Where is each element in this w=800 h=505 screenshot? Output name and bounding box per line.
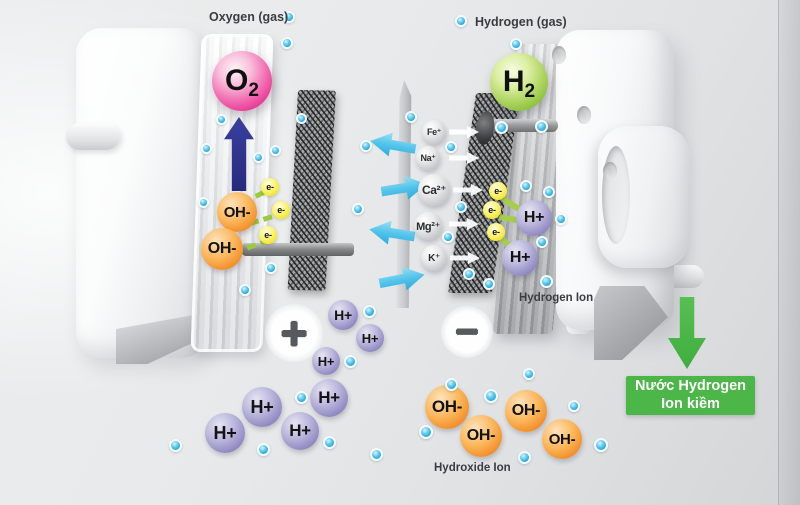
hydrogen-subscript: 2 bbox=[524, 80, 536, 102]
plus-symbol: + bbox=[280, 307, 308, 359]
result-box: Nước Hydrogen Ion kiềm bbox=[626, 376, 755, 415]
water-molecule-dot bbox=[517, 450, 531, 464]
left-mesh-electrode bbox=[287, 90, 336, 291]
hydroxide-ion-ball: OH- bbox=[505, 390, 547, 432]
water-molecule-dot bbox=[442, 231, 454, 243]
electron-ball: e- bbox=[272, 201, 290, 219]
water-molecule-dot bbox=[463, 268, 475, 280]
water-molecule-dot bbox=[239, 284, 251, 296]
water-molecule-dot bbox=[594, 438, 608, 452]
water-molecule-dot bbox=[168, 438, 182, 452]
left-electrode-housing bbox=[76, 28, 208, 358]
left-electrode-peg bbox=[66, 123, 120, 150]
mineral-ion-ball: K⁺ bbox=[421, 245, 447, 271]
negative-electrode-sign: − bbox=[441, 306, 493, 358]
oxygen-gas-ball: O 2 bbox=[212, 51, 272, 111]
mineral-ion-ball: Mg²⁺ bbox=[414, 212, 442, 240]
water-molecule-dot bbox=[405, 111, 417, 123]
left-connector-rod bbox=[242, 243, 354, 256]
water-molecule-dot bbox=[445, 141, 457, 153]
water-molecule-dot bbox=[256, 442, 270, 456]
water-molecule-dot bbox=[281, 37, 293, 49]
water-molecule-dot bbox=[369, 447, 383, 461]
hydrogen-ion-ball: H+ bbox=[356, 324, 384, 352]
hydrogen-ion-label: Hydrogen Ion bbox=[519, 292, 594, 304]
hydroxide-ion-ball: OH- bbox=[460, 415, 502, 457]
result-line-2: Ion kiềm bbox=[661, 395, 720, 412]
hydrogen-ion-ball: H+ bbox=[502, 240, 538, 276]
mineral-ion-ball: Fe⁺ bbox=[422, 120, 446, 144]
electron-ball: e- bbox=[489, 182, 507, 200]
hydrogen-ion-ball: H+ bbox=[312, 347, 340, 375]
water-molecule-dot bbox=[295, 112, 307, 124]
electron-ball: e- bbox=[261, 178, 279, 196]
water-molecule-dot bbox=[455, 15, 467, 27]
hydrogen-symbol: H bbox=[502, 65, 525, 98]
hydrogen-gas-ball: H 2 bbox=[490, 53, 548, 111]
water-molecule-dot bbox=[322, 435, 336, 449]
electron-ball: e- bbox=[487, 223, 505, 241]
water-molecule-dot bbox=[283, 11, 295, 23]
water-molecule-dot bbox=[200, 142, 212, 154]
water-molecule-dot bbox=[555, 213, 567, 225]
water-molecule-dot bbox=[265, 262, 277, 274]
hydrogen-ion-ball: H+ bbox=[281, 412, 319, 450]
water-molecule-dot bbox=[215, 113, 227, 125]
hydroxide-ion-ball: OH- bbox=[425, 385, 469, 429]
water-molecule-dot bbox=[568, 400, 580, 412]
water-molecule-dot bbox=[520, 180, 532, 192]
water-molecule-dot bbox=[543, 186, 555, 198]
water-molecule-dot bbox=[269, 144, 281, 156]
hydrogen-ion-ball: H+ bbox=[516, 200, 552, 236]
screw-hole bbox=[603, 162, 617, 180]
hydrogen-ion-ball: H+ bbox=[310, 379, 348, 417]
hydrogen-ion-ball: H+ bbox=[205, 413, 245, 453]
minus-symbol: − bbox=[455, 310, 479, 354]
water-molecule-dot bbox=[352, 203, 364, 215]
hydroxide-ion-ball: OH- bbox=[201, 228, 243, 270]
water-molecule-dot bbox=[455, 201, 467, 213]
electron-ball: e- bbox=[483, 201, 501, 219]
ion-exchange-membrane bbox=[396, 80, 412, 308]
hydrogen-gas-label: Hydrogen (gas) bbox=[475, 15, 567, 29]
water-molecule-dot bbox=[419, 425, 433, 439]
water-molecule-dot bbox=[252, 151, 264, 163]
water-molecule-dot bbox=[534, 119, 548, 133]
water-molecule-dot bbox=[484, 389, 498, 403]
hydroxide-ion-ball: OH- bbox=[542, 419, 582, 459]
hydroxide-ion-label: Hydroxide Ion bbox=[434, 462, 511, 474]
water-molecule-dot bbox=[197, 196, 209, 208]
water-molecule-dot bbox=[360, 140, 372, 152]
water-molecule-dot bbox=[494, 120, 508, 134]
hydrogen-ion-ball: H+ bbox=[328, 300, 358, 330]
water-molecule-dot bbox=[362, 304, 376, 318]
hydroxide-ion-ball: OH- bbox=[217, 192, 257, 232]
water-molecule-dot bbox=[483, 278, 495, 290]
water-molecule-dot bbox=[444, 377, 458, 391]
oxygen-gas-label: Oxygen (gas) bbox=[209, 10, 289, 24]
oxygen-symbol: O bbox=[225, 64, 249, 97]
hydrogen-ion-ball: H+ bbox=[242, 387, 282, 427]
result-line-1: Nước Hydrogen bbox=[634, 378, 747, 394]
mineral-ion-ball: Na⁺ bbox=[416, 146, 440, 170]
water-molecule-dot bbox=[343, 354, 357, 368]
water-molecule-dot bbox=[510, 38, 522, 50]
background-edge bbox=[778, 0, 800, 505]
oxygen-subscript: 2 bbox=[248, 79, 259, 101]
water-molecule-dot bbox=[294, 390, 308, 404]
water-molecule-dot bbox=[523, 368, 535, 380]
water-molecule-dot bbox=[536, 236, 548, 248]
electron-ball: e- bbox=[259, 226, 277, 244]
screw-hole bbox=[577, 106, 591, 124]
screw-hole bbox=[552, 46, 566, 64]
right-electrode-recess bbox=[602, 146, 630, 244]
mineral-ion-ball: Ca²⁺ bbox=[418, 174, 450, 206]
water-molecule-dot bbox=[539, 274, 553, 288]
